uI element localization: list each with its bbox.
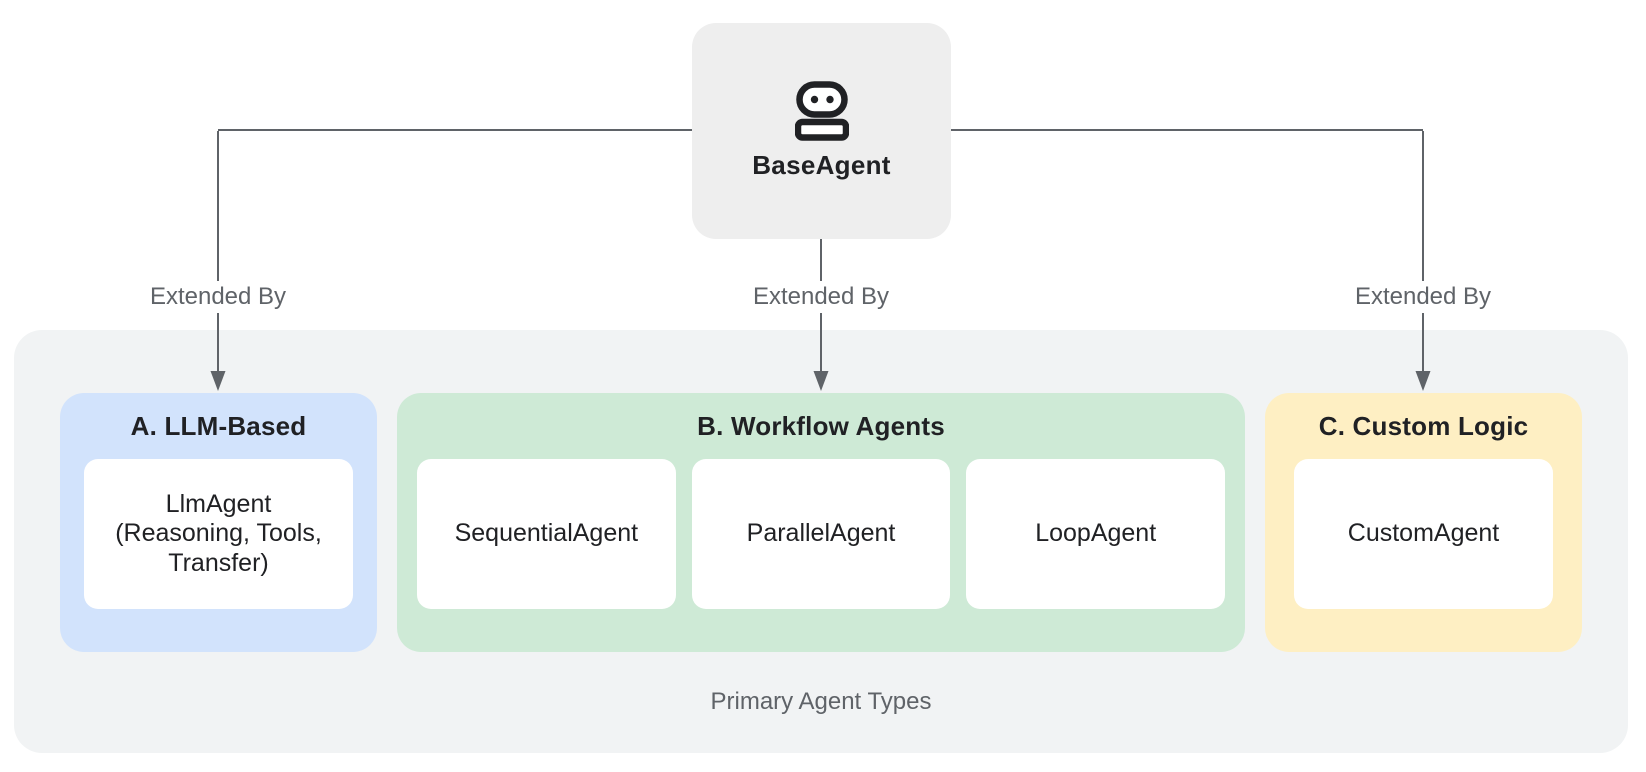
group-caption: Primary Agent Types: [710, 688, 932, 715]
card-sequential-agent: SequentialAgent: [417, 459, 676, 609]
section-title-workflow-agents: B. Workflow Agents: [697, 410, 945, 441]
node-base-agent-label: BaseAgent: [752, 150, 891, 180]
card-llm-agent: LlmAgent (Reasoning, Tools, Transfer): [84, 459, 353, 609]
section-title-custom-logic: C. Custom Logic: [1318, 410, 1529, 441]
section-workflow-agents: B. Workflow Agents SequentialAgent Paral…: [397, 393, 1245, 652]
card-custom-agent: CustomAgent: [1294, 459, 1553, 609]
node-base-agent: BaseAgent: [692, 23, 951, 239]
edge-label-extended-by-left: Extended By: [141, 281, 295, 313]
edge-label-extended-by-right: Extended By: [1346, 281, 1500, 313]
section-cards: LlmAgent (Reasoning, Tools, Transfer): [60, 459, 377, 609]
primary-agent-types-container: A. LLM-Based LlmAgent (Reasoning, Tools,…: [14, 330, 1628, 753]
section-title-llm-based: A. LLM-Based: [130, 410, 307, 441]
section-cards: SequentialAgent ParallelAgent LoopAgent: [397, 459, 1245, 609]
edge-label-extended-by-center: Extended By: [744, 281, 898, 313]
robot-icon: [794, 81, 849, 141]
card-loop-agent: LoopAgent: [966, 459, 1226, 609]
section-cards: CustomAgent: [1265, 459, 1582, 609]
card-parallel-agent: ParallelAgent: [691, 459, 951, 609]
section-custom-logic: C. Custom Logic CustomAgent: [1265, 393, 1582, 652]
section-llm-based: A. LLM-Based LlmAgent (Reasoning, Tools,…: [60, 393, 377, 652]
